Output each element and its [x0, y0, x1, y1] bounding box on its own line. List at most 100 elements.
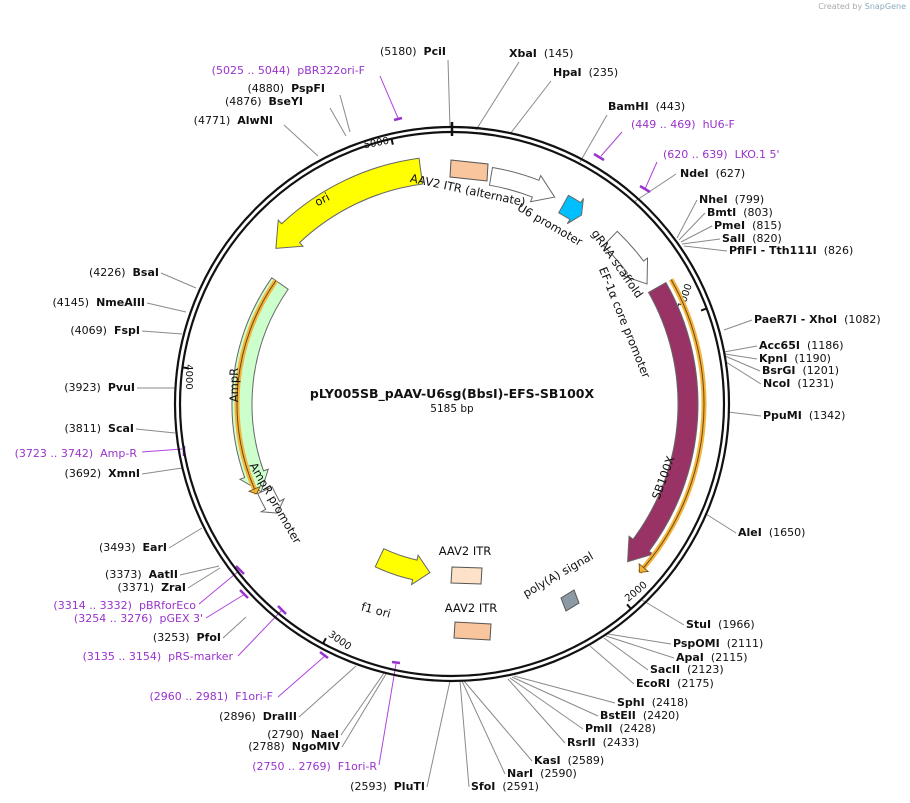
site-leader-paer7i-xhoi [723, 319, 753, 331]
primer-leader-hu6-f [600, 131, 623, 157]
site-leader-kasi [463, 680, 533, 762]
tick-mark-5000 [390, 138, 394, 145]
feature-aav2-itr-alternate-box [449, 159, 489, 182]
primer-name: LKO.1 5' [735, 148, 780, 161]
feature-label-f1-ori: f1 ori [360, 599, 393, 620]
plasmid-name: pLY005SB_pAAV-U6sg(BbsI)-EFS-SB100X [310, 386, 595, 402]
site-label-aatii: (3373) AatII [105, 568, 178, 581]
orf-bar-core-0 [639, 279, 705, 573]
site-leader-ndei [633, 173, 677, 203]
site-label-ppumi: PpuMI (1342) [763, 409, 845, 422]
site-label-ncoi: NcoI (1231) [763, 377, 834, 390]
primer-mark-pbrforeco [235, 565, 245, 575]
site-name: XmnI [108, 467, 140, 480]
feature-label-aav2-itr: AAV2 ITR [445, 601, 498, 615]
site-position: (820) [752, 232, 782, 245]
site-leader-bmti [678, 212, 706, 241]
tick-mark-4000 [182, 366, 189, 370]
site-leader-kpni [724, 353, 758, 360]
site-name: AatII [149, 568, 178, 581]
site-label-rsrii: RsrII (2433) [567, 736, 639, 749]
tick-label-5000: 5000 [363, 136, 390, 152]
site-label-xbai: XbaI (145) [509, 47, 573, 60]
feature-grna-scaffold-arrow [558, 194, 584, 225]
tick-label-4000: 4000 [183, 364, 194, 389]
site-position: (1082) [844, 313, 881, 326]
site-label-paer7i-xhoi: PaeR7I - XhoI (1082) [754, 313, 881, 326]
site-position: (2433) [603, 736, 640, 749]
primer-name: pBRforEco [139, 599, 196, 612]
site-leader-scai [135, 428, 176, 434]
site-position: (4069) [70, 324, 107, 337]
primer-range: (2960 .. 2981) [150, 690, 229, 703]
site-leader-aatii [179, 565, 220, 576]
tick-mark-2000 [626, 603, 632, 610]
site-position: (443) [656, 100, 686, 113]
primer-range: (3254 .. 3276) [74, 612, 153, 625]
site-position: (1201) [802, 364, 839, 377]
site-leader-acc65i [723, 345, 758, 353]
tick-label-3000: 3000 [326, 629, 353, 653]
site-label-eari: (3493) EarI [99, 541, 167, 554]
primer-name: hU6-F [703, 118, 735, 131]
primer-leader-lko-1-5 [644, 161, 658, 190]
site-position: (3371) [118, 581, 155, 594]
site-position: (2175) [677, 677, 714, 690]
site-name: ZraI [161, 581, 186, 594]
feature-label-poly-a-signal: poly(A) signal [520, 549, 595, 601]
site-position: (3692) [65, 467, 102, 480]
site-position: (627) [716, 167, 746, 180]
primer-label-prs-marker: (3135 .. 3154) pRS-marker [83, 650, 234, 663]
site-leader-pluti [426, 680, 451, 788]
site-label-sacii: SacII (2123) [650, 663, 724, 676]
site-label-bsrgi: BsrGI (1201) [762, 364, 839, 377]
feature-label-ampr-promoter: AmpR promoter [247, 460, 305, 546]
site-position: (2591) [502, 780, 539, 793]
site-leader-bseyi [329, 107, 347, 137]
site-name: NgoMIV [292, 740, 341, 753]
feature-aav2-itr-box [450, 566, 483, 585]
site-name: PflFI - Tth111I [729, 244, 817, 257]
site-position: (3923) [64, 381, 101, 394]
site-label-alwni: (4771) AlwNI [194, 114, 273, 127]
site-position: (2790) [267, 728, 304, 741]
site-label-ecori: EcoRI (2175) [636, 677, 714, 690]
site-label-bsteii: BstEII (2420) [600, 709, 679, 722]
primer-label-pbrforeco: (3314 .. 3332) pBRforEco [53, 599, 196, 612]
site-name: BseYI [269, 95, 303, 108]
feature-ampr-promoter-arrow [257, 486, 286, 514]
site-position: (1190) [794, 352, 831, 365]
primer-mark-f1ori-f [319, 651, 329, 659]
site-name: NarI [507, 767, 533, 780]
site-position: (826) [824, 244, 854, 257]
site-name: PspFI [291, 82, 325, 95]
site-leader-eari [168, 527, 203, 549]
plasmid-length: 5185 bp [430, 403, 474, 415]
primer-range: (3135 .. 3154) [83, 650, 162, 663]
primer-range: (620 .. 639) [663, 148, 728, 161]
site-label-nari: NarI (2590) [507, 767, 577, 780]
site-position: (3373) [105, 568, 142, 581]
site-label-fspi: (4069) FspI [70, 324, 140, 337]
primer-leader-pbrforeco [198, 569, 241, 605]
site-position: (235) [589, 66, 619, 79]
feature-label-ori: ori [312, 190, 332, 209]
site-leader-alei [705, 513, 737, 534]
site-name: NaeI [311, 728, 339, 741]
site-leader-bamhi [579, 114, 608, 163]
primer-label-f1ori-f: (2960 .. 2981) F1ori-F [150, 690, 274, 703]
site-leader-ppumi [727, 411, 762, 417]
primer-mark-prs-marker [277, 605, 287, 615]
site-position: (145) [544, 47, 574, 60]
site-leader-ngomiv [341, 673, 387, 748]
site-label-bmti: BmtI (803) [707, 206, 773, 219]
primer-range: (449 .. 469) [631, 118, 696, 131]
primer-mark-f1ori-r [391, 660, 401, 665]
site-position: (2115) [711, 651, 748, 664]
site-position: (1966) [718, 618, 755, 631]
site-label-pluti: (2593) PluTI [350, 780, 425, 793]
site-label-pcii: (5180) PciI [380, 45, 446, 58]
site-label-sali: SalI (820) [722, 232, 782, 245]
site-position: (2428) [619, 722, 656, 735]
site-position: (3811) [64, 422, 101, 435]
